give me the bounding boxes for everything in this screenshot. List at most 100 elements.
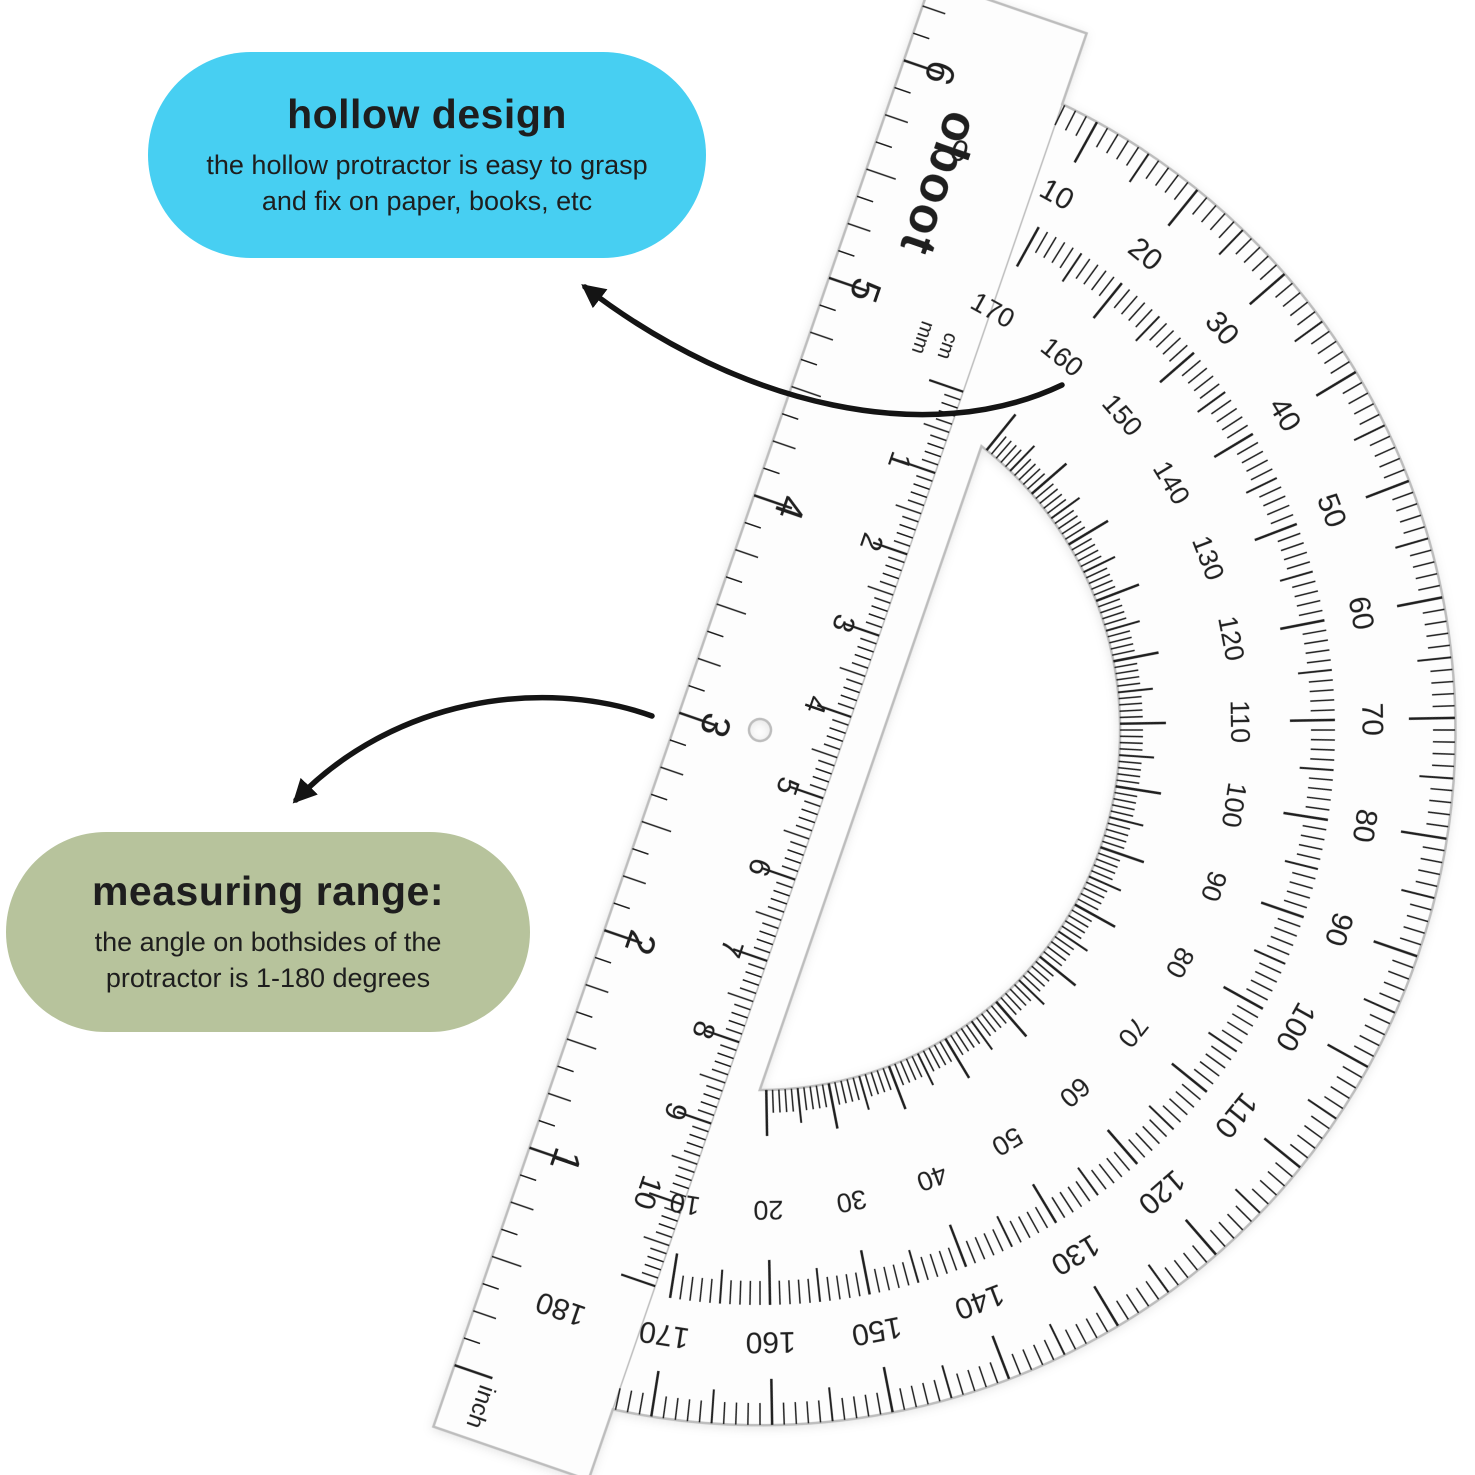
degree-tick <box>1310 758 1335 761</box>
cm-tick <box>671 1154 698 1165</box>
degree-tick <box>826 1276 831 1301</box>
degree-tick <box>1305 649 1330 655</box>
degree-tick <box>882 1366 894 1413</box>
cm-tick <box>829 727 846 734</box>
degree-tick <box>614 1388 621 1410</box>
degree-tick <box>1026 1211 1040 1234</box>
cm-tick <box>872 541 908 556</box>
cm-tick <box>783 829 810 840</box>
degree-tick <box>1286 561 1311 570</box>
degree-tick <box>835 1275 841 1300</box>
inch-tick <box>838 249 855 257</box>
degree-tick <box>870 1072 880 1095</box>
degree-tick <box>650 1370 660 1417</box>
degree-tick <box>759 1280 761 1305</box>
degree-tick <box>1064 526 1086 540</box>
degree-tick <box>662 1396 668 1419</box>
callout-hollow-title: hollow design <box>287 90 567 137</box>
degree-tick <box>996 1215 1013 1248</box>
degree-tick <box>1373 940 1418 958</box>
cm-tick <box>895 504 922 515</box>
degree-tick <box>1431 680 1454 684</box>
degree-label-inner: 100 <box>1216 780 1253 829</box>
degree-tick <box>1222 985 1264 1010</box>
degree-tick <box>1426 822 1449 828</box>
degree-tick <box>1067 1186 1083 1208</box>
cm-tick <box>717 1052 734 1060</box>
cm-tick <box>804 800 821 808</box>
degree-tick <box>1038 955 1077 987</box>
inch-tick <box>884 113 909 124</box>
cm-tick <box>867 585 894 596</box>
degree-tick <box>1392 491 1414 501</box>
degree-tick <box>1209 1229 1226 1247</box>
degree-tick <box>1034 231 1049 254</box>
degree-tick <box>965 1240 977 1264</box>
degree-tick <box>1365 479 1410 499</box>
cm-tick <box>924 450 942 458</box>
degree-tick <box>1104 617 1127 626</box>
degree-tick <box>1135 1287 1150 1307</box>
degree-tick <box>899 1388 906 1410</box>
degree-tick <box>965 1024 981 1045</box>
degree-tick <box>718 1269 724 1304</box>
degree-tick <box>1420 857 1443 864</box>
degree-tick <box>784 1089 788 1113</box>
degree-tick <box>722 1402 726 1425</box>
cm-tick <box>798 816 816 824</box>
degree-tick <box>1364 1024 1385 1036</box>
degree-tick <box>960 1028 975 1048</box>
inch-tick <box>575 1011 593 1019</box>
degree-tick <box>1106 1129 1139 1165</box>
degree-tick <box>976 1017 992 1037</box>
degree-tick <box>1348 392 1369 405</box>
inch-tick <box>650 793 668 801</box>
degree-tick <box>1159 351 1195 384</box>
degree-tick <box>1173 181 1189 201</box>
degree-tick <box>1235 238 1252 255</box>
degree-tick <box>1418 869 1440 876</box>
degree-tick <box>1128 1138 1146 1158</box>
annotation-arrow-range <box>292 694 655 804</box>
degree-tick <box>876 1392 882 1415</box>
degree-tick <box>1218 229 1244 256</box>
degree-tick <box>929 1253 939 1278</box>
degree-tick <box>1342 1065 1363 1079</box>
degree-tick <box>1275 1162 1293 1178</box>
callout-hollow-design: hollow design the hollow protractor is e… <box>148 52 706 258</box>
degree-tick <box>794 1402 798 1425</box>
cm-tick <box>928 378 964 393</box>
cm-tick <box>879 580 897 588</box>
degree-tick <box>770 1378 774 1425</box>
degree-tick <box>1149 322 1168 341</box>
ruler-inner-edge-line <box>587 33 1088 1475</box>
cm-tick <box>812 775 830 783</box>
degree-tick <box>1009 1220 1022 1243</box>
cm-tick <box>874 596 891 604</box>
degree-tick <box>1369 1013 1391 1025</box>
degree-tick <box>1000 444 1017 463</box>
cm-tick <box>700 1101 718 1109</box>
degree-tick <box>974 1236 986 1260</box>
cm-tick <box>676 1110 712 1125</box>
degree-tick <box>1054 935 1075 951</box>
degree-tick <box>1254 970 1278 983</box>
degree-tick <box>767 1259 772 1305</box>
degree-tick <box>1095 858 1118 868</box>
degree-tick <box>1035 483 1054 500</box>
degree-tick <box>1117 682 1141 687</box>
degree-tick <box>1432 729 1456 731</box>
degree-tick <box>1359 1034 1380 1047</box>
degree-tick <box>778 1280 781 1305</box>
cm-tick <box>755 910 782 921</box>
degree-tick <box>1241 450 1264 464</box>
degree-tick <box>1302 629 1327 636</box>
degree-tick <box>981 1013 997 1033</box>
cm-tick <box>773 889 790 897</box>
degree-tick <box>1125 146 1140 166</box>
degree-tick <box>1102 840 1125 850</box>
degree-tick <box>948 1224 968 1268</box>
degree-tick <box>995 1000 1028 1038</box>
degree-tick <box>1110 643 1134 650</box>
degree-tick <box>1093 1285 1120 1327</box>
